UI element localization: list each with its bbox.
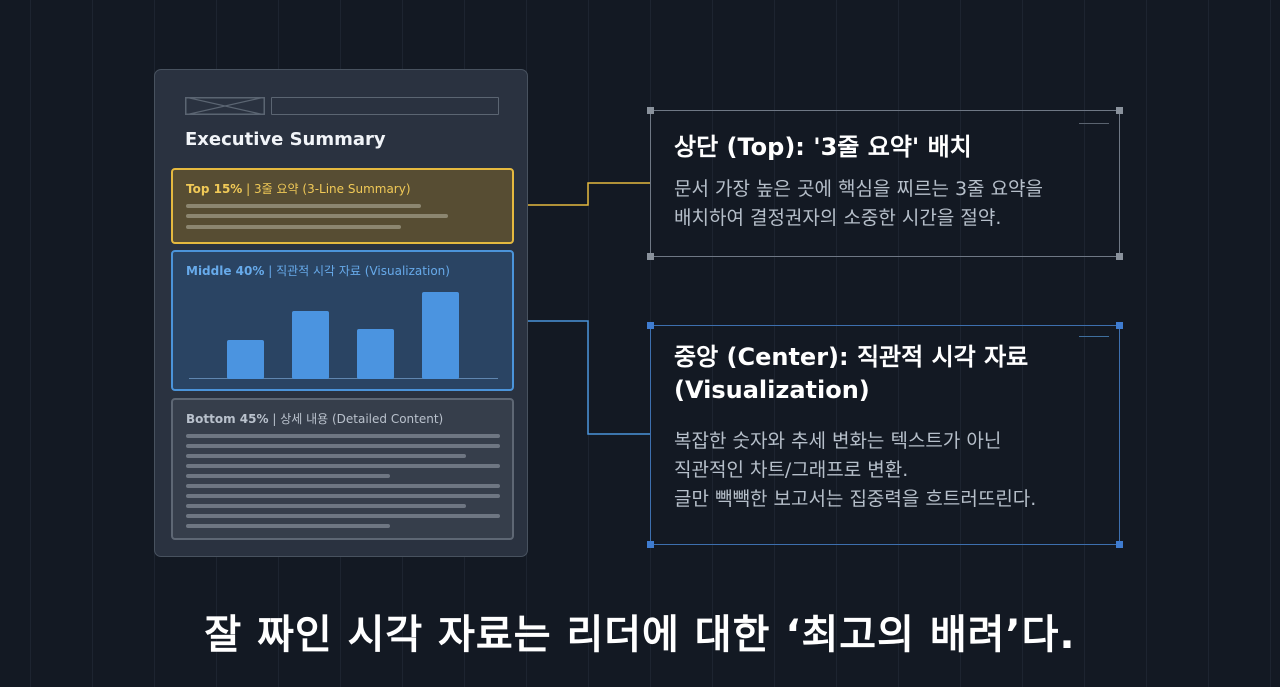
corner-handle — [1116, 107, 1123, 114]
text-line — [186, 514, 500, 518]
text-line — [186, 434, 500, 438]
text-line — [186, 454, 466, 458]
section-bottom-label: Bottom 45% | 상세 내용 (Detailed Content) — [186, 412, 444, 426]
callout-top-line-2: 배치하여 결정권자의 소중한 시간을 절약. — [674, 206, 1002, 229]
connector-middle — [513, 320, 650, 435]
callout-top-body: 문서 가장 높은 곳에 핵심을 찌르는 3줄 요약을 배치하여 결정권자의 소중… — [674, 175, 1043, 233]
section-middle-visualization: Middle 40% | 직관적 시각 자료 (Visualization) — [171, 250, 514, 391]
callout-middle-title-line-2: (Visualization) — [674, 375, 870, 404]
chart-bar — [357, 329, 394, 379]
document-mockup: Executive Summary Top 15% | 3줄 요약 (3-Lin… — [154, 69, 528, 557]
corner-handle — [647, 107, 654, 114]
section-bottom-detail: Bottom 45% | 상세 내용 (Detailed Content) — [171, 398, 514, 540]
document-title: Executive Summary — [185, 129, 386, 150]
corner-handle — [647, 322, 654, 329]
chart-bar — [227, 340, 264, 379]
corner-handle — [647, 253, 654, 260]
decor-tick — [1079, 336, 1109, 337]
callout-top-title: 상단 (Top): '3줄 요약' 배치 — [674, 133, 972, 161]
callout-middle: 중앙 (Center): 직관적 시각 자료 (Visualization) 복… — [647, 322, 1123, 548]
callout-middle-line-3: 글만 빽빽한 보고서는 집중력을 흐트러뜨린다. — [674, 487, 1037, 510]
callout-middle-line-2: 직관적인 차트/그래프로 변환. — [674, 458, 909, 481]
section-top-summary: Top 15% | 3줄 요약 (3-Line Summary) — [171, 168, 514, 244]
chart-bar — [292, 311, 329, 379]
callout-top-line-1: 문서 가장 높은 곳에 핵심을 찌르는 3줄 요약을 — [674, 178, 1044, 200]
text-line — [186, 204, 421, 208]
callout-middle-line-1: 복잡한 숫자와 추세 변화는 텍스트가 아닌 — [674, 430, 1002, 452]
callout-middle-body: 복잡한 숫자와 추세 변화는 텍스트가 아닌 직관적인 차트/그래프로 변환. … — [674, 427, 1036, 514]
text-line — [186, 225, 401, 229]
text-line — [186, 494, 500, 498]
decor-tick — [1079, 123, 1109, 124]
image-placeholder-icon — [185, 97, 265, 115]
section-top-label: Top 15% | 3줄 요약 (3-Line Summary) — [186, 182, 411, 196]
text-line — [186, 504, 466, 508]
text-line — [186, 474, 390, 478]
connector-top — [513, 182, 650, 206]
text-line — [186, 464, 500, 468]
corner-handle — [1116, 541, 1123, 548]
callout-middle-title-line-1: 중앙 (Center): 직관적 시각 자료 — [674, 343, 1029, 371]
subtitle-caption: 잘 짜인 시각 자료는 리더에 대한 ‘최고의 배려’다. — [204, 612, 1076, 658]
title-placeholder-bar — [271, 97, 499, 115]
corner-handle — [647, 541, 654, 548]
chart-baseline — [189, 378, 498, 379]
section-middle-label: Middle 40% | 직관적 시각 자료 (Visualization) — [186, 264, 450, 278]
corner-handle — [1116, 322, 1123, 329]
callout-top: 상단 (Top): '3줄 요약' 배치 문서 가장 높은 곳에 핵심을 찌르는… — [647, 107, 1123, 260]
text-line — [186, 214, 448, 218]
text-line — [186, 444, 500, 448]
chart-bar — [422, 292, 459, 379]
text-line — [186, 484, 500, 488]
text-line — [186, 524, 390, 528]
callout-middle-title: 중앙 (Center): 직관적 시각 자료 (Visualization) — [674, 341, 1028, 406]
corner-handle — [1116, 253, 1123, 260]
